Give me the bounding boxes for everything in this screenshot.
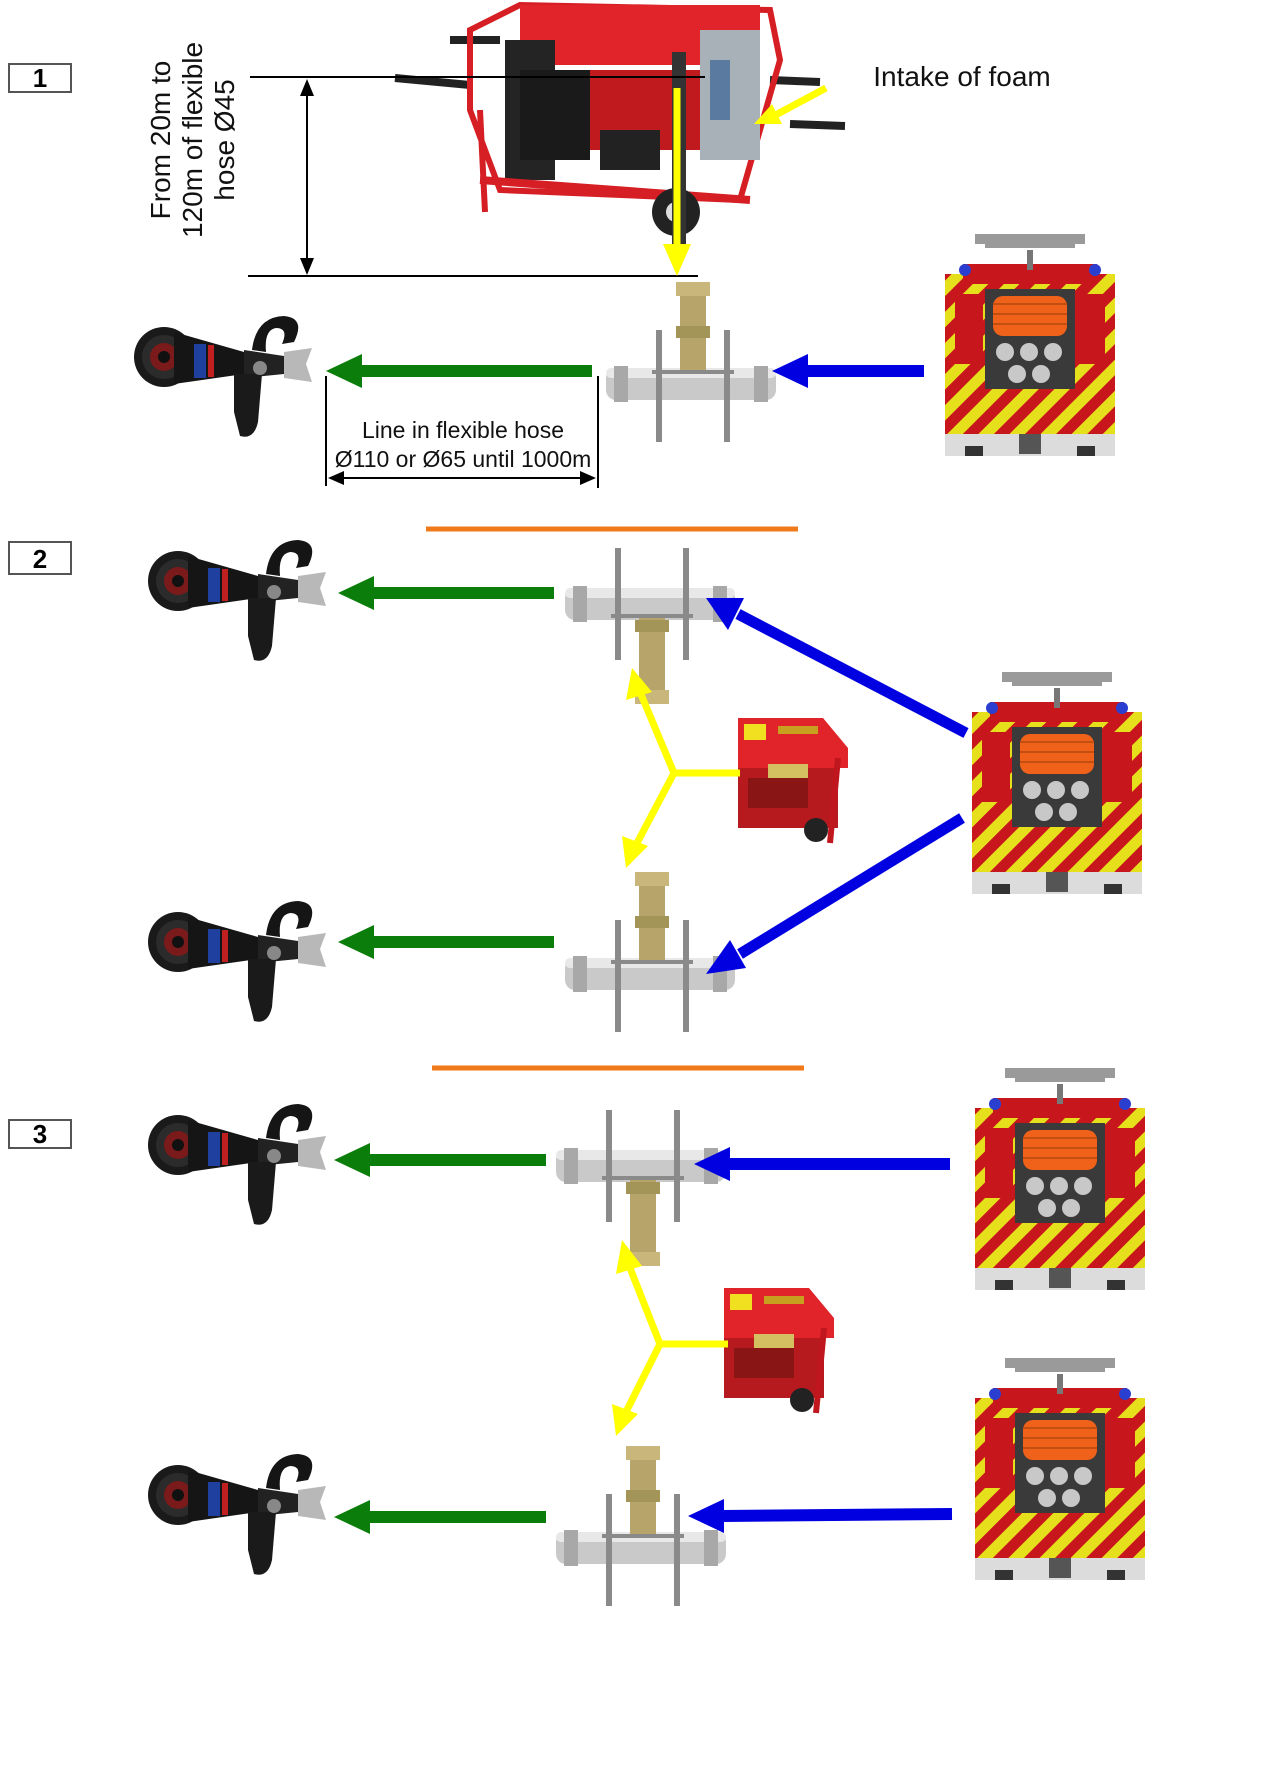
nozzle-icon bbox=[148, 1454, 326, 1575]
foam-pump-unit-icon bbox=[395, 5, 845, 252]
mix-arrow bbox=[338, 925, 554, 959]
water-arrow bbox=[772, 354, 924, 388]
foam-inductor-icon bbox=[606, 282, 776, 442]
foam-inductor-icon bbox=[565, 548, 735, 704]
fire-truck-icon bbox=[975, 1358, 1145, 1580]
dimension-arrow-icon bbox=[328, 471, 596, 485]
nozzle-icon bbox=[148, 901, 326, 1022]
hose-length-label-2: 120m of flexible bbox=[177, 42, 208, 238]
dimension-arrow-icon bbox=[300, 79, 314, 275]
step-number: 1 bbox=[33, 63, 47, 93]
step-2: 2 bbox=[9, 540, 1142, 1032]
foam-pump-unit-icon bbox=[724, 1288, 834, 1413]
hose-length-label-1: From 20m to bbox=[145, 61, 176, 220]
mix-arrow bbox=[334, 1143, 546, 1177]
fire-truck-icon bbox=[945, 234, 1115, 456]
step-number: 3 bbox=[33, 1119, 47, 1149]
hose-length-label-3: hose Ø45 bbox=[209, 79, 240, 200]
mix-arrow bbox=[338, 576, 554, 610]
foam-arrow bbox=[612, 1240, 728, 1436]
intake-label: Intake of foam bbox=[873, 61, 1050, 92]
nozzle-icon bbox=[148, 540, 326, 661]
foam-arrow bbox=[622, 668, 740, 868]
foam-inductor-icon bbox=[565, 872, 735, 1032]
foam-pump-unit-icon bbox=[738, 718, 848, 843]
step-number: 2 bbox=[33, 544, 47, 574]
mix-arrow bbox=[334, 1500, 546, 1534]
step-3: 3 bbox=[9, 1068, 1145, 1606]
mix-arrow bbox=[326, 354, 592, 388]
line-hose-label-2: Ø110 or Ø65 until 1000m bbox=[335, 446, 592, 472]
nozzle-icon bbox=[148, 1104, 326, 1225]
water-arrow bbox=[688, 1499, 952, 1533]
foam-inductor-icon bbox=[556, 1446, 726, 1606]
line-hose-label-1: Line in flexible hose bbox=[362, 417, 564, 443]
water-arrow bbox=[694, 1147, 950, 1181]
fire-truck-icon bbox=[972, 672, 1142, 894]
step-1: 1 From 20m to bbox=[9, 5, 1115, 488]
foam-inductor-icon bbox=[556, 1110, 726, 1266]
nozzle-icon bbox=[134, 316, 312, 437]
fire-truck-icon bbox=[975, 1068, 1145, 1290]
